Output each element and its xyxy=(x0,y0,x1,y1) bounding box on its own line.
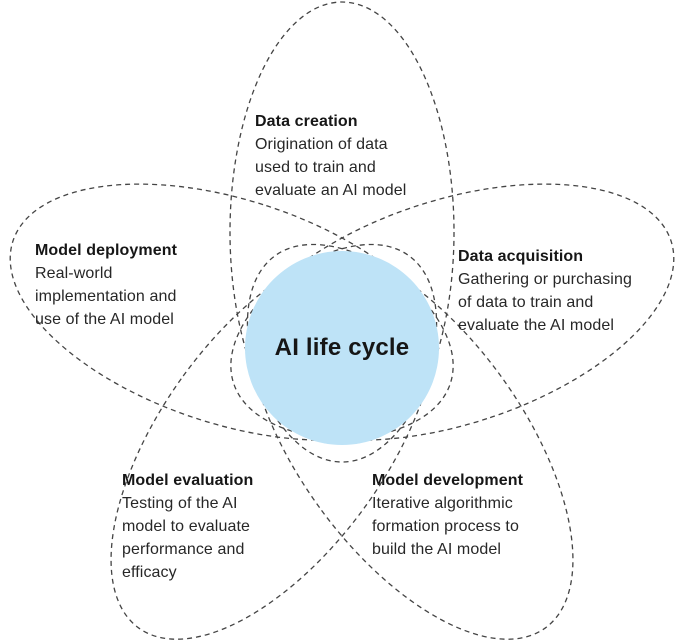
petal-title: Data acquisition xyxy=(458,248,584,265)
petal-title: Model evaluation xyxy=(122,472,254,489)
petal-label-data-creation: Data creation Origination of data used t… xyxy=(255,110,465,202)
petal-label-data-acquisition: Data acquisition Gathering or purchasing… xyxy=(458,245,678,337)
petal-description: Testing of the AI model to evaluate perf… xyxy=(122,495,251,581)
petal-label-model-deployment: Model deployment Real-world implementati… xyxy=(35,239,235,331)
petal-title: Model development xyxy=(372,472,524,489)
petal-ellipse-data-acquisition xyxy=(230,183,675,441)
petal-label-model-evaluation: Model evaluation Testing of the AI model… xyxy=(122,469,322,584)
petal-description: Real-world implementation and use of the… xyxy=(35,265,177,328)
petal-ellipse-data-creation xyxy=(229,1,455,463)
petal-description: Gathering or purchasing of data to train… xyxy=(458,271,632,334)
petal-label-model-development: Model development Iterative algorithmic … xyxy=(372,469,582,561)
petal-title: Data creation xyxy=(255,113,358,130)
petal-description: Iterative algorithmic formation process … xyxy=(372,495,519,558)
petal-ellipse-model-development xyxy=(246,243,574,640)
center-circle-label: AI life cycle xyxy=(274,334,410,361)
petal-title: Model deployment xyxy=(35,242,178,259)
petal-description: Origination of data used to train and ev… xyxy=(255,136,407,199)
petal-ellipse-model-deployment xyxy=(9,183,454,441)
center-circle xyxy=(245,251,439,445)
